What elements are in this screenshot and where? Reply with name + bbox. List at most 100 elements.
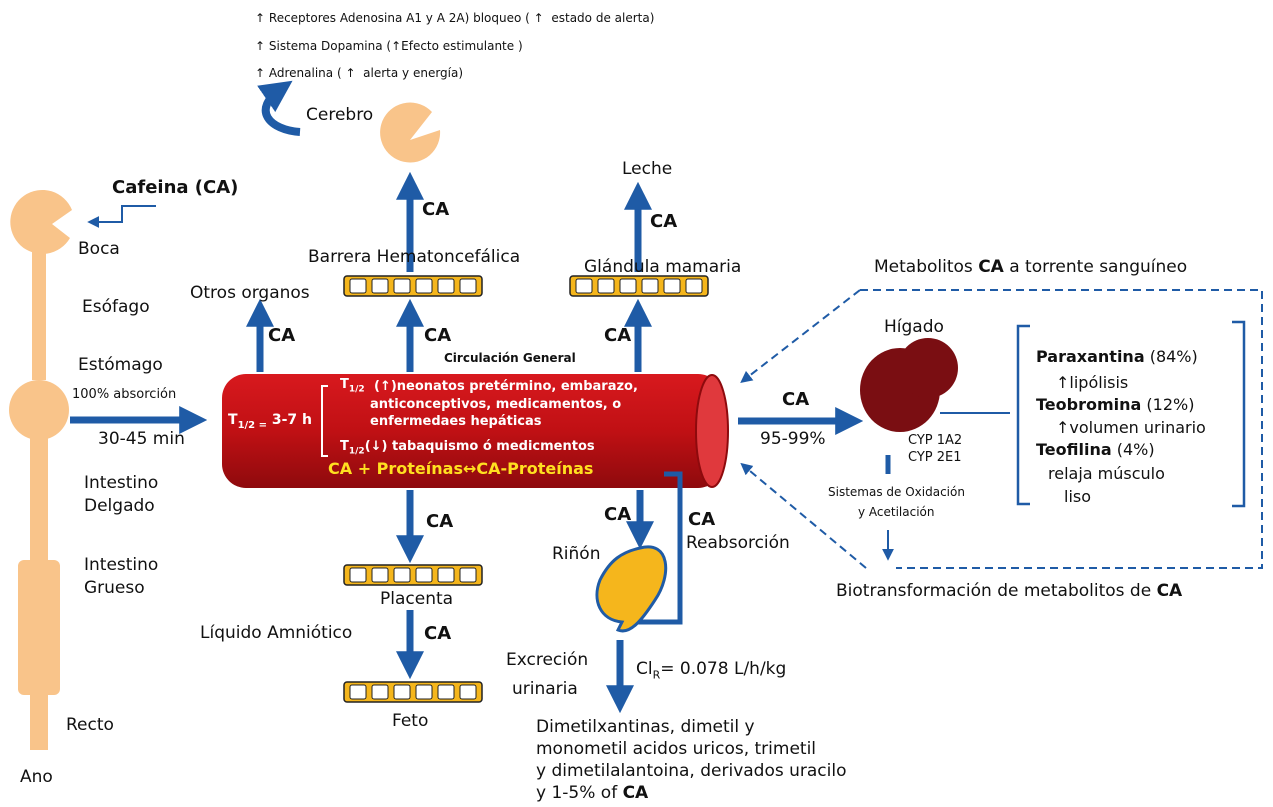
clearance-value: = 0.078 L/h/kg bbox=[660, 659, 787, 679]
label-sistemas-2: y Acetilación bbox=[858, 505, 935, 519]
mouth-shape bbox=[10, 189, 72, 254]
metabolite-effect: volumen urinario bbox=[1069, 418, 1206, 437]
bracket-right bbox=[1232, 320, 1246, 508]
metabolitos-title-ca: CA bbox=[978, 257, 1004, 277]
label-cyp2: CYP 2E1 bbox=[908, 450, 962, 465]
metabolite-pct: (84%) bbox=[1144, 347, 1198, 366]
label-ca-milk: CA bbox=[650, 211, 678, 232]
label-intestino-delgado-1: Intestino bbox=[84, 473, 159, 493]
label-ca-fetus: CA bbox=[424, 623, 452, 644]
t-half-sub: 1/2 = bbox=[237, 419, 267, 431]
label-cyp1: CYP 1A2 bbox=[908, 433, 963, 448]
label-otros-organos: Otros organos bbox=[190, 283, 310, 303]
down-arrow-icon: (↓) bbox=[364, 439, 388, 454]
vessel-up-line1: (↑)neonatos pretérmino, embarazo, bbox=[374, 379, 638, 395]
up-arrow-icon: ↑ bbox=[255, 39, 266, 53]
placenta-barrier bbox=[343, 564, 483, 586]
label-absorcion: 100% absorción bbox=[72, 387, 177, 402]
brain-effect-adrenaline: ↑ Adrenalina ( ↑ alerta y energía) bbox=[255, 66, 463, 81]
urine-products-line1: Dimetilxantinas, dimetil y bbox=[536, 717, 755, 737]
vessel-up-text: neonatos pretérmino, embarazo, bbox=[396, 379, 638, 394]
label-ca-reabs: CA bbox=[688, 509, 716, 530]
metabolite-name: Paraxantina bbox=[1036, 347, 1145, 366]
vessel-t-half: T1/2 = 3-7 h bbox=[228, 412, 312, 431]
t12-symbol: T bbox=[340, 377, 349, 392]
vessel-up-line3: enfermedaes hepáticas bbox=[370, 414, 542, 429]
dashed-box bbox=[860, 289, 1263, 569]
label-sistemas-1: Sistemas de Oxidación bbox=[828, 485, 965, 499]
metabolitos-title-post: a torrente sanguíneo bbox=[1003, 257, 1188, 277]
label-metabolitos-title: Metabolitos CA a torrente sanguíneo bbox=[874, 257, 1188, 278]
large-intestine-shape bbox=[18, 560, 60, 695]
biotransformacion-text: Biotransformación de metabolitos de bbox=[836, 581, 1157, 601]
brain-shape bbox=[380, 102, 441, 163]
up-arrow-icon: ↑ bbox=[255, 11, 266, 25]
brain-effect-adenosine: ↑ Receptores Adenosina A1 y A 2A) bloque… bbox=[255, 11, 655, 26]
label-liquido: Líquido Amniótico bbox=[200, 623, 353, 643]
label-esofago: Esófago bbox=[82, 297, 150, 317]
label-ca-organs: CA bbox=[268, 325, 296, 346]
vessel-equation: CA + Proteínas↔CA-Proteínas bbox=[328, 459, 594, 478]
label-ca-brain: CA bbox=[422, 199, 450, 220]
label-ca-liver: CA bbox=[782, 389, 810, 410]
label-estomago: Estómago bbox=[78, 355, 163, 375]
label-ca-placenta: CA bbox=[426, 511, 454, 532]
bracket-left bbox=[1016, 324, 1030, 506]
label-pct-95: 95-99% bbox=[760, 429, 826, 449]
up-arrow-icon: ↑ bbox=[345, 66, 356, 80]
urine-products-line3: y dimetilalantoina, derivados uracilo bbox=[536, 761, 847, 781]
biotransformacion-ca: CA bbox=[1156, 581, 1183, 601]
metabolite-pct: (12%) bbox=[1141, 395, 1195, 414]
blood-vessel bbox=[222, 374, 729, 488]
t-half-value: 3-7 h bbox=[271, 412, 313, 428]
label-rinon: Riñón bbox=[552, 544, 601, 564]
up-arrow-icon: ↑ bbox=[1056, 373, 1070, 392]
esophagus-shape bbox=[32, 250, 46, 380]
clearance-sub: R bbox=[652, 668, 661, 682]
up-arrow-icon: ↑ bbox=[533, 11, 544, 25]
label-feto: Feto bbox=[392, 711, 429, 731]
metabolite-name: Teofilina bbox=[1036, 440, 1112, 459]
urine-products-line2: monometil acidos uricos, trimetil bbox=[536, 739, 817, 759]
label-intestino-grueso-2: Grueso bbox=[84, 578, 145, 598]
brain-effect-text: Sistema Dopamina ( bbox=[268, 39, 392, 53]
brain-effect-text: Adrenalina ( bbox=[268, 66, 342, 80]
reabsorption-loop bbox=[630, 471, 683, 625]
stomach-shape bbox=[9, 380, 69, 440]
up-arrow-icon: ↑ bbox=[391, 39, 402, 53]
dashed-to-vessel-bottom bbox=[740, 462, 867, 569]
label-ca-kidney: CA bbox=[604, 504, 632, 525]
kidney-shape bbox=[595, 545, 668, 633]
label-cafeina: Cafeina (CA) bbox=[112, 177, 239, 198]
metabolite-teofilina-effect2: liso bbox=[1064, 487, 1092, 506]
metabolite-effect: lipólisis bbox=[1069, 373, 1129, 392]
t-half-symbol: T bbox=[228, 412, 238, 428]
t12-symbol: T bbox=[340, 439, 349, 454]
brain-effect-text: Receptores Adenosina A1 y A 2A) bloqueo … bbox=[268, 11, 530, 25]
urine-products-line4: y 1-5% of CA bbox=[536, 783, 648, 804]
metabolite-teobromina: Teobromina (12%) bbox=[1036, 395, 1195, 414]
gland-barrier bbox=[569, 275, 709, 297]
metabolite-teobromina-effect: ↑volumen urinario bbox=[1056, 418, 1206, 437]
label-leche: Leche bbox=[622, 159, 673, 179]
metabolite-teofilina: Teofilina (4%) bbox=[1036, 440, 1155, 459]
brain-curve-arrow bbox=[257, 80, 301, 136]
brain-effect-tail: Efecto estimulante ) bbox=[401, 39, 523, 53]
metabolite-pct: (4%) bbox=[1111, 440, 1155, 459]
label-recto: Recto bbox=[66, 715, 114, 735]
brain-effect-tail: estado de alerta) bbox=[551, 11, 655, 25]
metabolitos-title-pre: Metabolitos bbox=[874, 257, 979, 277]
metabolite-name: Teobromina bbox=[1036, 395, 1142, 414]
bbb-barrier bbox=[343, 275, 483, 297]
label-glandula: Glándula mamaria bbox=[584, 257, 742, 277]
fetus-barrier bbox=[343, 681, 483, 703]
vessel-down-line: T1/2(↓) tabaquismo ó medicmentos bbox=[340, 439, 595, 457]
label-excrecion-1: Excreción bbox=[506, 650, 589, 670]
clearance-symbol: Cl bbox=[636, 659, 653, 679]
vessel-down-text: tabaquismo ó medicmentos bbox=[392, 439, 595, 454]
label-boca: Boca bbox=[78, 239, 120, 259]
dashed-to-vessel-top bbox=[740, 289, 861, 383]
label-cerebro: Cerebro bbox=[306, 105, 374, 125]
label-ca-gland: CA bbox=[604, 325, 632, 346]
label-excrecion-2: urinaria bbox=[512, 679, 578, 699]
